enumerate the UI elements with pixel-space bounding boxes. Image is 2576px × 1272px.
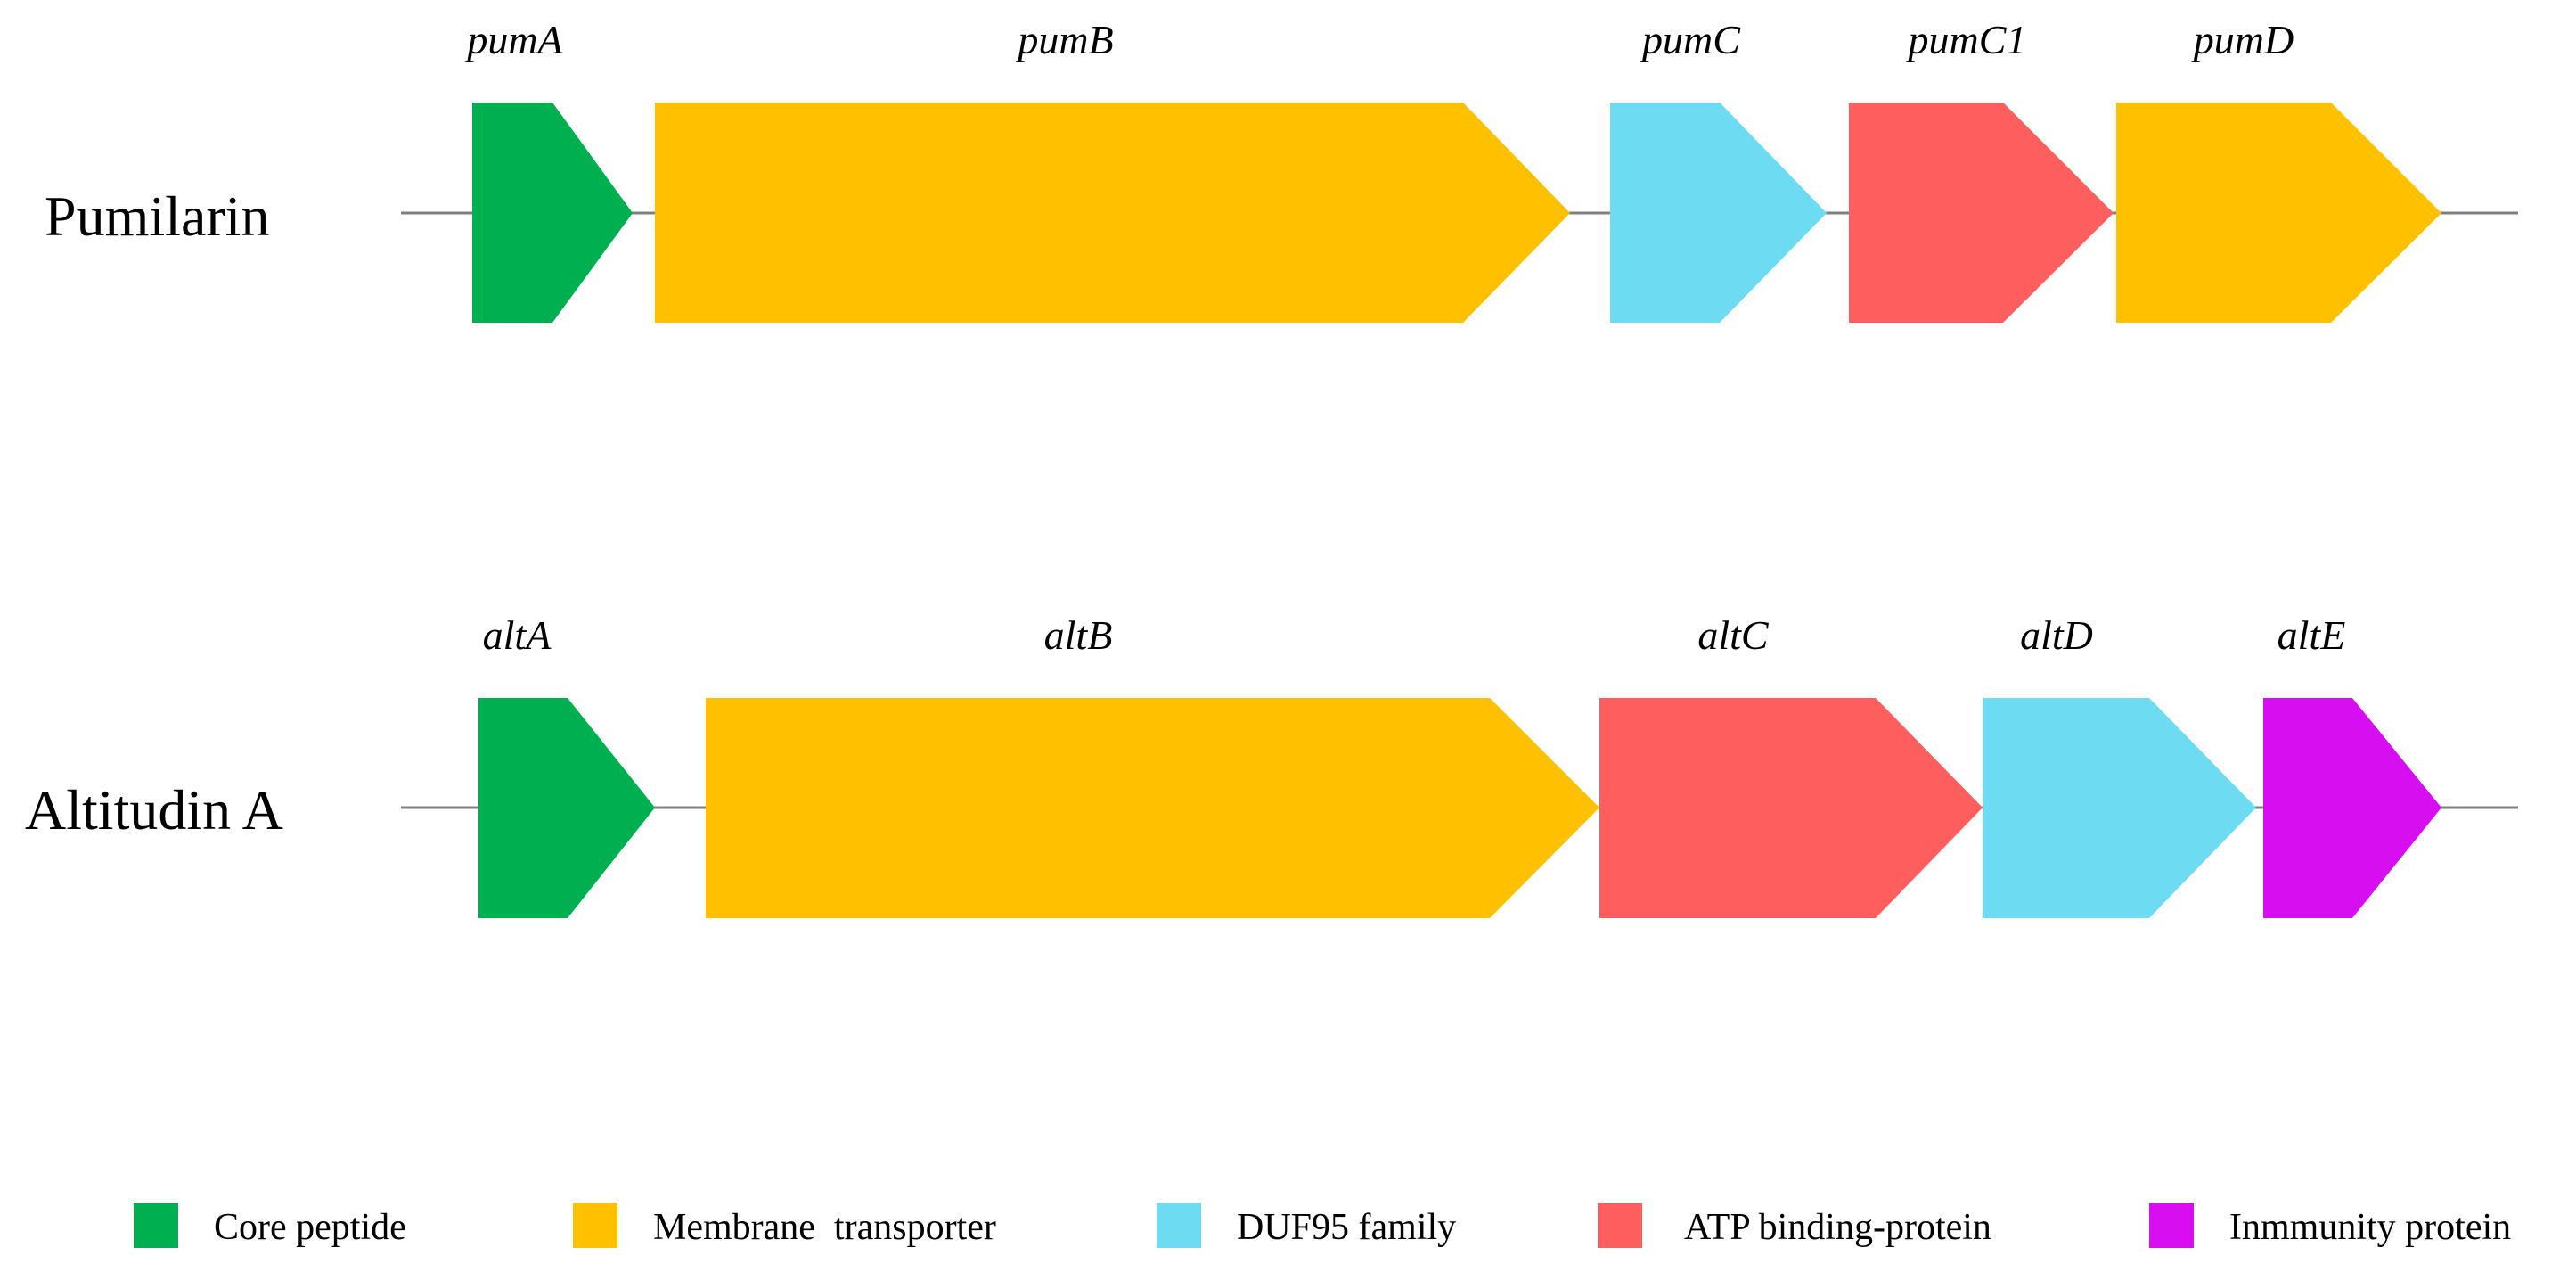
legend-swatch-atp <box>1598 1203 1642 1248</box>
cluster-pumilarin: Pumilarin pumA pumB pumC pumC1 pumD <box>45 17 2518 323</box>
gene-label: pumD <box>2191 17 2294 62</box>
gene-arrow-altA <box>478 698 655 918</box>
legend: Core peptide Membrane transporter DUF95 … <box>134 1203 2511 1248</box>
legend-label: Inmmunity protein <box>2229 1207 2511 1248</box>
gene-arrow-altD <box>1983 698 2256 918</box>
gene-arrow-altC <box>1599 698 1983 918</box>
legend-label: DUF95 family <box>1237 1207 1456 1248</box>
gene-arrow-pumC <box>1610 103 1827 323</box>
cluster-label: Pumilarin <box>45 185 269 248</box>
cluster-altitudin-a: Altitudin A altA altB altC altD altE <box>25 612 2518 918</box>
legend-label: ATP binding-protein <box>1684 1207 1991 1248</box>
legend-swatch-immunity <box>2149 1203 2194 1248</box>
gene-label: altB <box>1044 612 1113 658</box>
legend-label: Core peptide <box>214 1207 406 1248</box>
gene-arrow-pumA <box>472 103 633 323</box>
legend-swatch-core <box>134 1203 178 1248</box>
gene-label: pumA <box>464 17 563 62</box>
gene-arrow-altB <box>706 698 1599 918</box>
legend-label: Membrane transporter <box>653 1207 996 1248</box>
gene-label: altD <box>2020 612 2093 658</box>
gene-label: pumC <box>1640 17 1741 62</box>
gene-arrow-pumB <box>655 103 1570 323</box>
gene-label: pumC1 <box>1906 17 2027 62</box>
gene-arrow-altE <box>2263 698 2441 918</box>
legend-swatch-transporter <box>573 1203 617 1248</box>
legend-swatch-duf <box>1157 1203 1201 1248</box>
gene-label: altC <box>1697 612 1770 658</box>
gene-label: altE <box>2278 612 2346 658</box>
gene-arrow-pumC1 <box>1849 103 2114 323</box>
gene-label: altA <box>483 612 552 658</box>
gene-label: pumB <box>1015 17 1113 62</box>
gene-arrow-pumD <box>2116 103 2441 323</box>
cluster-label: Altitudin A <box>25 778 283 841</box>
